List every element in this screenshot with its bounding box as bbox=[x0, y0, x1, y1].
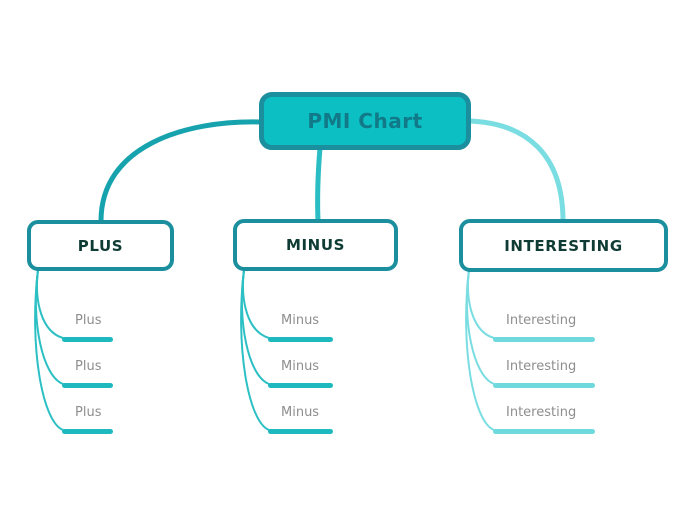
leaf-label: Interesting bbox=[506, 359, 577, 374]
connector-plus-leaf-2 bbox=[34, 269, 64, 385]
leaf-label: Minus bbox=[281, 313, 320, 328]
leaf-item-interesting-3[interactable]: Interesting bbox=[493, 405, 595, 434]
leaf-underline-bar bbox=[268, 429, 333, 434]
leaf-item-minus-2[interactable]: Minus bbox=[268, 359, 333, 388]
connector-minus-leaf-3 bbox=[240, 269, 270, 431]
connector-minus-leaf-2 bbox=[240, 269, 270, 385]
leaf-label: Minus bbox=[281, 359, 320, 374]
leaf-underline-bar bbox=[268, 383, 333, 388]
branch-node-minus-label: MINUS bbox=[285, 236, 346, 254]
leaf-underline-bar bbox=[62, 383, 113, 388]
leaf-underline-bar bbox=[62, 337, 113, 342]
leaf-item-plus-3[interactable]: Plus bbox=[62, 405, 113, 434]
leaf-label: Interesting bbox=[506, 313, 577, 328]
branch-node-interesting[interactable]: INTERESTING bbox=[459, 219, 668, 272]
branch-node-plus[interactable]: PLUS bbox=[27, 220, 174, 271]
leaf-item-minus-1[interactable]: Minus bbox=[268, 313, 333, 342]
connector-root-minus bbox=[315, 145, 323, 224]
connector-root-plus bbox=[98, 119, 264, 224]
leaf-underline-bar bbox=[62, 429, 113, 434]
connector-minus-leaf-1 bbox=[242, 269, 270, 339]
connector-interesting-leaf-3 bbox=[465, 269, 495, 431]
leaf-item-minus-3[interactable]: Minus bbox=[268, 405, 333, 434]
root-node-pmi-chart[interactable]: PMI Chart bbox=[259, 92, 471, 150]
connector-interesting-leaf-2 bbox=[465, 269, 495, 385]
leaf-label: Minus bbox=[281, 405, 320, 420]
leaf-item-plus-1[interactable]: Plus bbox=[62, 313, 113, 342]
leaf-item-interesting-2[interactable]: Interesting bbox=[493, 359, 595, 388]
connector-plus-leaf-1 bbox=[36, 269, 64, 339]
branch-node-minus[interactable]: MINUS bbox=[233, 219, 398, 271]
leaf-label: Plus bbox=[75, 313, 102, 328]
leaf-underline-bar bbox=[493, 337, 595, 342]
leaf-label: Plus bbox=[75, 359, 102, 374]
leaf-underline-bar bbox=[268, 337, 333, 342]
leaf-underline-bar bbox=[493, 383, 595, 388]
leaf-item-plus-2[interactable]: Plus bbox=[62, 359, 113, 388]
leaf-underline-bar bbox=[493, 429, 595, 434]
leaf-label: Interesting bbox=[506, 405, 577, 420]
leaf-label: Plus bbox=[75, 405, 102, 420]
root-node-label: PMI Chart bbox=[307, 109, 423, 133]
connector-root-interesting bbox=[466, 118, 566, 224]
connector-plus-leaf-3 bbox=[34, 269, 64, 431]
leaf-item-interesting-1[interactable]: Interesting bbox=[493, 313, 595, 342]
branch-node-interesting-label: INTERESTING bbox=[504, 236, 623, 255]
branch-node-plus-label: PLUS bbox=[77, 236, 124, 255]
connector-interesting-leaf-1 bbox=[467, 269, 495, 339]
